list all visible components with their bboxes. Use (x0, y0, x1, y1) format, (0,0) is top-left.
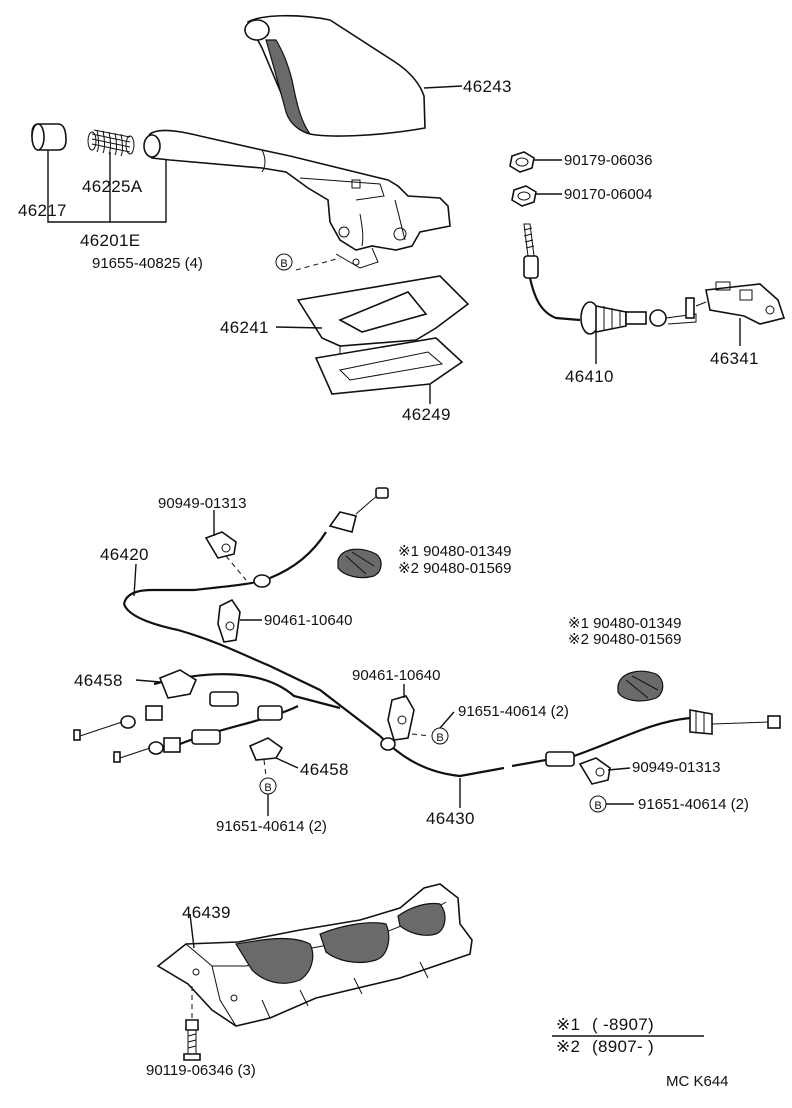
label-cover-seal: 46249 (402, 405, 451, 424)
label-equalizer: 46341 (710, 349, 759, 368)
label-bolt-right: 91651-40614 (2) (638, 796, 749, 813)
legend-note2-mark: ※2 (556, 1037, 580, 1056)
bolt-marker-left: B (259, 777, 277, 795)
label-grommet-a-2: ※2 90480-01569 (398, 560, 512, 577)
spring (87, 129, 135, 157)
bracket-left-top (158, 669, 198, 699)
footer-code: MC K644 (666, 1073, 729, 1090)
bolt-marker-mid: B (431, 727, 449, 745)
heat-insulator (156, 883, 473, 1027)
clip-left (217, 598, 241, 643)
legend: ※1 ( -8907) ※2 (8907- ) (552, 1015, 704, 1056)
label-spring: 46225A (82, 177, 143, 196)
label-grommet-a-1: ※1 90480-01349 (398, 543, 512, 560)
label-screw: 90119-06346 (3) (146, 1062, 256, 1079)
label-clip-left: 90461-10640 (264, 612, 352, 629)
cable-no3 (379, 709, 781, 778)
label-bolt-left: 91651-40614 (2) (216, 818, 327, 835)
bolt-marker-right: B (589, 795, 607, 813)
label-bracket-left-top: 46458 (74, 671, 123, 690)
clamp-top (204, 531, 237, 559)
nut-2 (511, 185, 537, 207)
rear-cables-left (73, 673, 341, 763)
label-lever-boot: 46243 (463, 77, 512, 96)
svg-text:B: B (594, 800, 601, 812)
legend-note2-range: (8907- ) (592, 1037, 654, 1056)
grommet-b (617, 670, 664, 702)
svg-text:B: B (264, 782, 271, 794)
lever-assembly (143, 129, 451, 269)
label-nut-1: 90179-06036 (564, 152, 652, 169)
bracket-left-bottom (248, 737, 284, 761)
label-lever-assembly: 46201E (80, 231, 140, 250)
label-bolt-mid: 91651-40614 (2) (458, 703, 569, 720)
label-front-cable: 46410 (565, 367, 614, 386)
svg-text:B: B (280, 258, 287, 270)
label-nut-2: 90170-06004 (564, 186, 652, 203)
grip (31, 123, 67, 151)
label-cable-no3: 46430 (426, 809, 475, 828)
legend-note1-range: ( -8907) (592, 1015, 654, 1034)
bolt-marker-top: B (275, 253, 293, 271)
label-bolt-top: 91655-40825 (4) (92, 255, 203, 272)
clip-mid (387, 695, 415, 741)
cover-seal (314, 337, 464, 395)
front-cable (523, 223, 697, 335)
screw (183, 1019, 201, 1061)
label-bracket-left-bottom: 46458 (300, 760, 349, 779)
label-clamp-top: 90949-01313 (158, 495, 246, 512)
label-grommet-b-1: ※1 90480-01349 (568, 615, 682, 632)
nut-1 (509, 151, 535, 173)
label-clamp-right: 90949-01313 (632, 759, 720, 776)
lever-boot (244, 14, 426, 137)
label-grommet-b-2: ※2 90480-01569 (568, 631, 682, 648)
svg-text:B: B (436, 732, 443, 744)
equalizer (695, 281, 786, 325)
label-clip-mid: 90461-10640 (352, 667, 440, 684)
label-grip: 46217 (18, 201, 67, 220)
label-retainer: 46241 (220, 318, 269, 337)
label-heat-insulator: 46439 (182, 903, 231, 922)
legend-note1-mark: ※1 (556, 1015, 580, 1034)
grommet-a (337, 548, 382, 579)
clamp-right (578, 757, 611, 785)
label-cable-no2: 46420 (100, 545, 149, 564)
